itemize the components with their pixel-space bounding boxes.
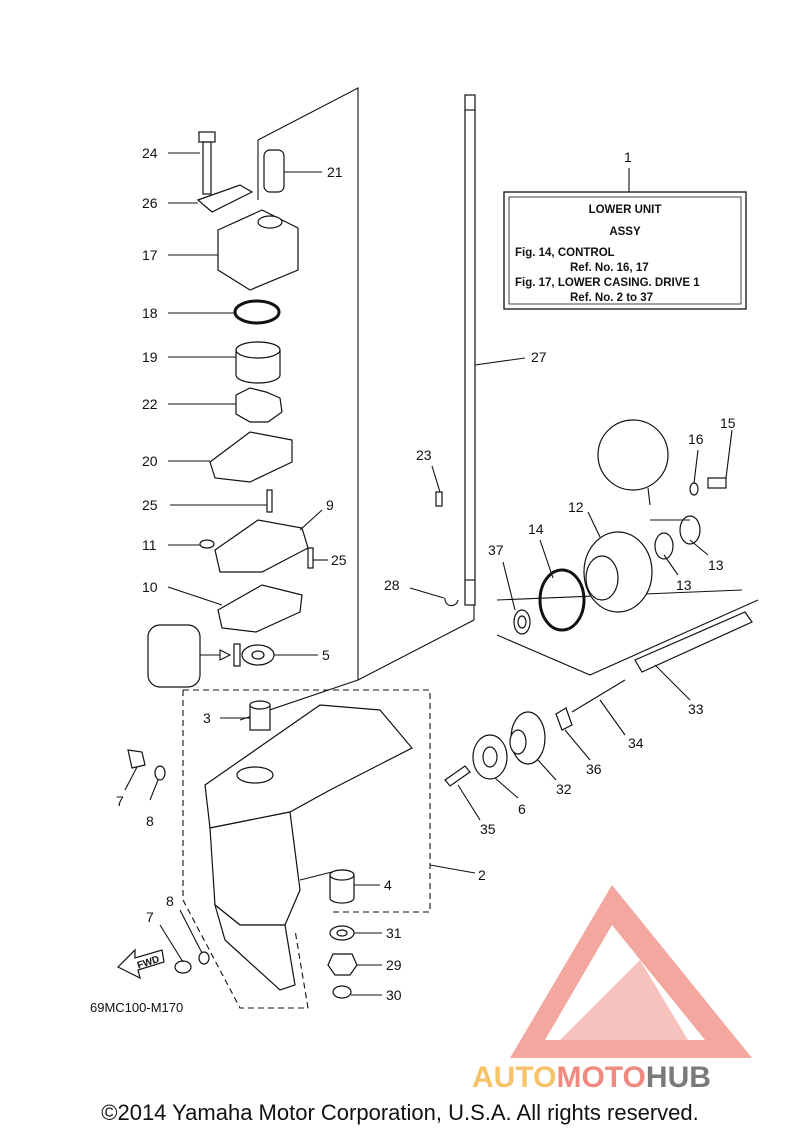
label-17: 17 <box>142 247 158 263</box>
info-line-4: Ref. No. 2 to 37 <box>570 292 653 304</box>
part-labels: 24 21 26 17 18 19 22 20 25 9 11 25 10 5 … <box>90 145 736 1015</box>
label-20: 20 <box>142 453 158 469</box>
label-6: 6 <box>518 801 526 817</box>
info-box: 1 LOWER UNIT ASSY Fig. 14, CONTROL Ref. … <box>503 149 747 310</box>
label-3: 3 <box>203 710 211 726</box>
label-21: 21 <box>327 164 343 180</box>
watermark-hub: HUB <box>646 1061 711 1094</box>
bottom-stack <box>327 869 382 999</box>
label-5: 5 <box>322 647 330 663</box>
label-18: 18 <box>142 305 158 321</box>
label-13-left: 13 <box>676 577 692 593</box>
label-37: 37 <box>488 542 504 558</box>
label-7-top: 7 <box>116 793 124 809</box>
diagram-code: 69MC100-M170 <box>90 1000 183 1015</box>
label-2: 2 <box>478 867 486 883</box>
watermark-text: AUTOMOTOHUB <box>472 1061 711 1094</box>
label-16: 16 <box>688 431 704 447</box>
drain-screws <box>116 749 210 980</box>
propeller-shaft-assembly <box>409 419 753 821</box>
label-27: 27 <box>531 349 547 365</box>
label-35: 35 <box>480 821 496 837</box>
label-29: 29 <box>386 957 402 973</box>
info-title-1: LOWER UNIT <box>589 204 662 216</box>
label-7-bottom: 7 <box>146 909 154 925</box>
drive-shaft <box>464 94 526 606</box>
info-line-3: Fig. 17, LOWER CASING. DRIVE 1 <box>515 277 700 289</box>
info-line-1: Fig. 14, CONTROL <box>515 247 615 259</box>
label-12: 12 <box>568 499 584 515</box>
label-4: 4 <box>384 877 392 893</box>
label-13-right: 13 <box>708 557 724 573</box>
frame-lines <box>182 87 759 1009</box>
label-25-top: 25 <box>142 497 158 513</box>
label-9: 9 <box>326 497 334 513</box>
watermark-auto: AUTO <box>472 1061 556 1094</box>
lower-casing <box>204 704 476 991</box>
info-title-2: ASSY <box>609 226 641 238</box>
label-15: 15 <box>720 415 736 431</box>
label-28: 28 <box>384 577 400 593</box>
watermark-logo <box>510 885 752 1058</box>
pump-parts <box>147 131 328 731</box>
label-31: 31 <box>386 925 402 941</box>
label-24: 24 <box>142 145 158 161</box>
label-8-top: 8 <box>146 813 154 829</box>
label-33: 33 <box>688 701 704 717</box>
label-10: 10 <box>142 579 158 595</box>
label-34: 34 <box>628 735 644 751</box>
label-8-bottom: 8 <box>166 893 174 909</box>
label-25-right: 25 <box>331 552 347 568</box>
copyright-notice: ©2014 Yamaha Motor Corporation, U.S.A. A… <box>101 1100 699 1125</box>
ref-1: 1 <box>624 149 632 165</box>
label-19: 19 <box>142 349 158 365</box>
label-32: 32 <box>556 781 572 797</box>
info-line-2: Ref. No. 16, 17 <box>570 262 649 274</box>
label-23: 23 <box>416 447 432 463</box>
label-26: 26 <box>142 195 158 211</box>
label-14: 14 <box>528 521 544 537</box>
watermark-moto: MOTO <box>556 1061 645 1094</box>
label-22: 22 <box>142 396 158 412</box>
label-11: 11 <box>142 537 157 553</box>
label-36: 36 <box>586 761 602 777</box>
label-30: 30 <box>386 987 402 1003</box>
